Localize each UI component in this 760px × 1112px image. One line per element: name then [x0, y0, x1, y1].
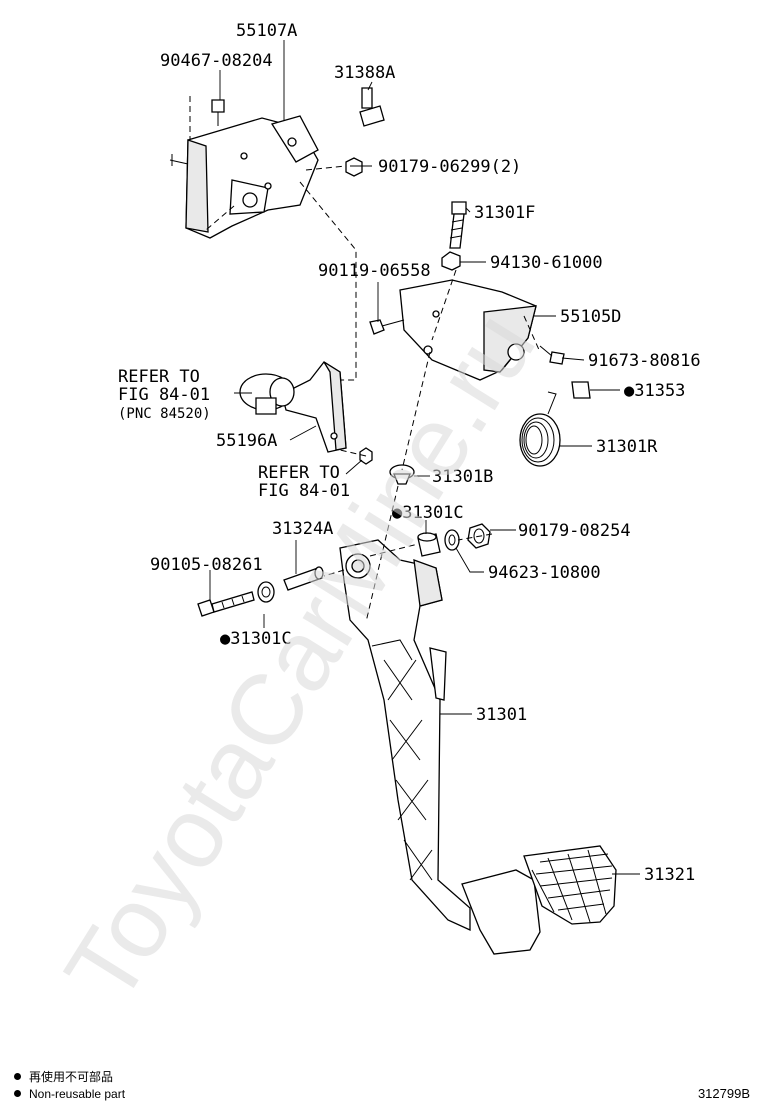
label-55105D: 55105D: [560, 307, 621, 327]
legend-line-jp: 再使用不可部品: [14, 1070, 113, 1084]
label-31301C-top: ●31301C: [392, 503, 464, 523]
label-31388A: 31388A: [334, 63, 395, 83]
bolt-91673-80816: [539, 345, 565, 365]
label-90467-08204: 90467-08204: [160, 51, 273, 71]
nut-94130-61000: [441, 251, 461, 271]
bracket-55105D: [399, 279, 537, 381]
bracket-55107A: [169, 115, 319, 239]
bullet-icon: [14, 1073, 21, 1080]
label-31301F: 31301F: [474, 203, 535, 223]
label-94130-61000: 94130-61000: [490, 253, 603, 273]
label-90119-06558: 90119-06558: [318, 261, 431, 281]
refer-label-1-line2: FIG 84-01: [118, 385, 210, 405]
spring-31301R: [519, 391, 561, 467]
label-55107A: 55107A: [236, 21, 297, 41]
label-31301B: 31301B: [432, 467, 493, 487]
sleeve-31324A: [283, 566, 324, 591]
pad-cover-31321: [523, 845, 617, 925]
damper-84520: [239, 373, 295, 415]
bracket-55196A: [281, 361, 347, 453]
legend-text-en: Non-reusable part: [29, 1087, 126, 1101]
pedal-pad: [461, 869, 541, 955]
switch-31388A: [359, 87, 385, 127]
label-90179-06299: 90179-06299(2): [378, 157, 521, 177]
label-31353: ●31353: [624, 381, 685, 401]
clip-31353: [571, 381, 591, 399]
label-91673-80816: 91673-80816: [588, 351, 701, 371]
label-31324A: 31324A: [272, 519, 333, 539]
bushing-31301C-top: [417, 532, 441, 557]
label-55196A: 55196A: [216, 431, 277, 451]
legend-line-en: Non-reusable part: [14, 1087, 125, 1101]
refer-label-2-line2: FIG 84-01: [258, 481, 350, 501]
label-31301: 31301: [476, 705, 527, 725]
clip-90467: [211, 99, 225, 126]
refer-label-2-line1: REFER TO: [258, 463, 340, 483]
refer-label-1-line1: REFER TO: [118, 367, 200, 387]
legend-text-jp: 再使用不可部品: [29, 1070, 114, 1084]
bushing-31301C-bottom: [257, 581, 275, 603]
stopper-31301B: [389, 464, 415, 485]
label-94623-10800: 94623-10800: [488, 563, 601, 583]
label-90179-08254: 90179-08254: [518, 521, 631, 541]
refer-label-1-line3: (PNC 84520): [118, 406, 211, 422]
label-90105-08261: 90105-08261: [150, 555, 263, 575]
bolt-31301F: [449, 201, 467, 249]
label-31301C-bottom: ●31301C: [220, 629, 292, 649]
pedal-arm-31301: [339, 539, 471, 932]
label-31321: 31321: [644, 865, 695, 885]
label-31301R: 31301R: [596, 437, 658, 457]
bolt-90119-06558: [369, 319, 405, 335]
bolt-90105-08261: [197, 591, 255, 617]
nut-90179-06299: [345, 157, 363, 177]
figure-code: 312799B: [697, 1086, 750, 1101]
bullet-icon: [14, 1090, 21, 1097]
washer-94623-10800: [444, 529, 460, 551]
